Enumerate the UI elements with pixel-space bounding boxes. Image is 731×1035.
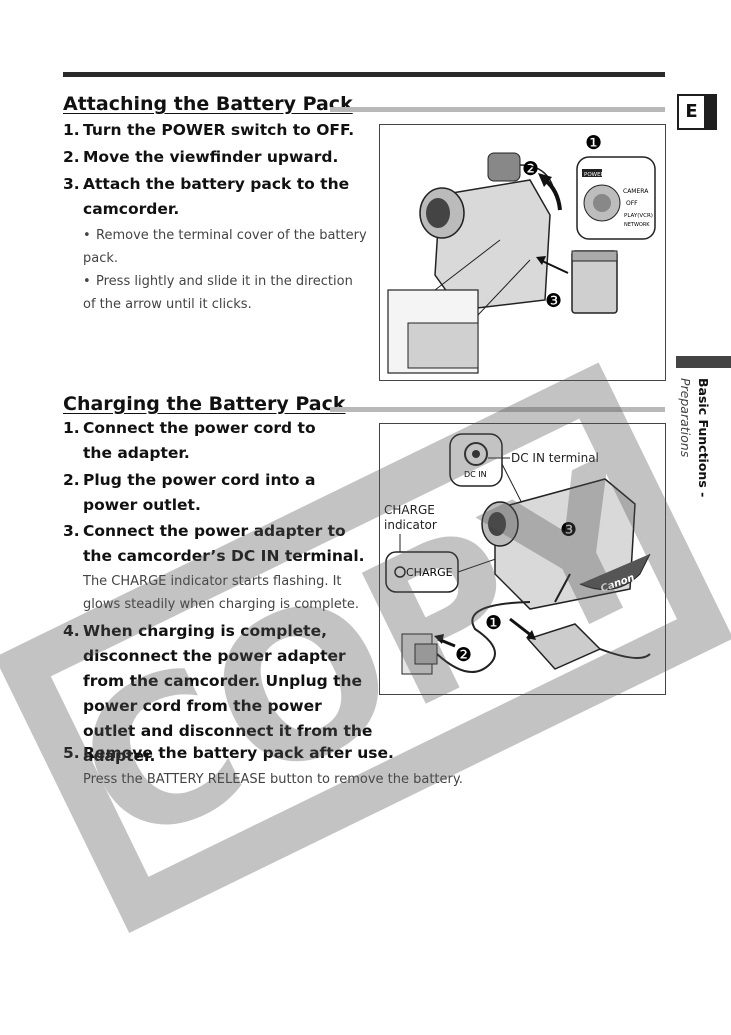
step-2-3-note: The CHARGE indicator starts flashing. It… xyxy=(83,574,360,612)
charge-label: CHARGE xyxy=(384,503,435,517)
step-text: Attach the battery pack to the camcorder… xyxy=(83,175,350,218)
callout-2: ❷ xyxy=(522,158,539,180)
play-label: PLAY(VCR) xyxy=(624,213,653,219)
step-text: Move the viewfinder upward. xyxy=(83,148,339,166)
side-section-title: Basic Functions - xyxy=(696,378,711,498)
bullet-text: Remove the terminal cover of the battery… xyxy=(83,228,367,266)
step-number: 1. xyxy=(63,419,80,437)
section-rule xyxy=(330,407,665,412)
bullet-1: •Remove the terminal cover of the batter… xyxy=(83,228,367,266)
step-text: When charging is complete, disconnect th… xyxy=(83,622,373,765)
step-text: Plug the power cord into a power outlet. xyxy=(83,471,316,514)
dc-in-jack-label: DC IN xyxy=(464,470,487,479)
step-text: Connect the power adapter to the camcord… xyxy=(83,522,365,565)
charge-indicator-label: indicator xyxy=(384,518,437,532)
step-2-5-note: Press the BATTERY RELEASE button to remo… xyxy=(83,772,463,787)
section-title-attaching: Attaching the Battery Pack xyxy=(63,93,353,115)
language-letter: E xyxy=(677,94,706,130)
top-rule xyxy=(63,72,665,77)
charge-lamp-label: CHARGE xyxy=(406,566,453,579)
step-number: 1. xyxy=(63,121,80,139)
language-tab: E xyxy=(677,94,717,130)
network-label: NETWORK xyxy=(624,222,650,228)
figure-charge-battery: DC IN DC IN terminal CHARGE indicator CH… xyxy=(379,423,666,695)
step-2-5: 5.Remove the battery pack after use. xyxy=(63,741,483,766)
dc-in-terminal-label: DC IN terminal xyxy=(511,451,599,465)
bullet-text: Press lightly and slide it in the direct… xyxy=(83,274,353,312)
step-2-3: 3.Connect the power adapter to the camco… xyxy=(63,519,368,569)
step-2-2: 2.Plug the power cord into a power outle… xyxy=(63,468,365,518)
camera-label: CAMERA xyxy=(623,188,649,195)
step-2-1: 1.Connect the power cord to the adapter. xyxy=(63,416,343,466)
step-number: 4. xyxy=(63,622,80,640)
side-section-label: Basic Functions - Preparations xyxy=(670,378,718,528)
sidebar-marker xyxy=(676,356,731,368)
step-number: 3. xyxy=(63,522,80,540)
callout-2: ❷ xyxy=(455,644,472,666)
step-text: Remove the battery pack after use. xyxy=(83,744,394,762)
callout-1: ❶ xyxy=(485,612,502,634)
bullet-2: •Press lightly and slide it in the direc… xyxy=(83,274,353,312)
step-text: Turn the POWER switch to OFF. xyxy=(83,121,355,139)
callout-3: ❸ xyxy=(545,290,562,312)
section-rule xyxy=(330,107,665,112)
step-1-2: 2.Move the viewfinder upward. xyxy=(63,145,375,170)
power-label: POWER xyxy=(584,172,605,178)
callout-3: ❸ xyxy=(560,519,577,541)
callout-1: ❶ xyxy=(585,132,602,154)
charging-illustration: DC IN DC IN terminal CHARGE indicator CH… xyxy=(384,433,651,675)
step-1-3: 3.Attach the battery pack to the camcord… xyxy=(63,172,353,222)
step-number: 2. xyxy=(63,148,80,166)
step-1-1: 1.Turn the POWER switch to OFF. xyxy=(63,118,375,143)
figure-attach-battery: POWER CAMERA OFF PLAY(VCR) NETWORK ❶ ❷ ❸ xyxy=(379,124,666,381)
section-title-charging: Charging the Battery Pack xyxy=(63,393,346,415)
camcorder-battery-illustration: POWER CAMERA OFF PLAY(VCR) NETWORK ❶ ❷ ❸ xyxy=(387,132,656,374)
step-2-4: 4.When charging is complete, disconnect … xyxy=(63,619,373,769)
step-number: 2. xyxy=(63,471,80,489)
step-number: 3. xyxy=(63,175,80,193)
step-text: Connect the power cord to the adapter. xyxy=(83,419,316,462)
off-label: OFF xyxy=(626,200,638,207)
side-section-subtitle: Preparations xyxy=(678,378,693,458)
step-number: 5. xyxy=(63,744,80,762)
